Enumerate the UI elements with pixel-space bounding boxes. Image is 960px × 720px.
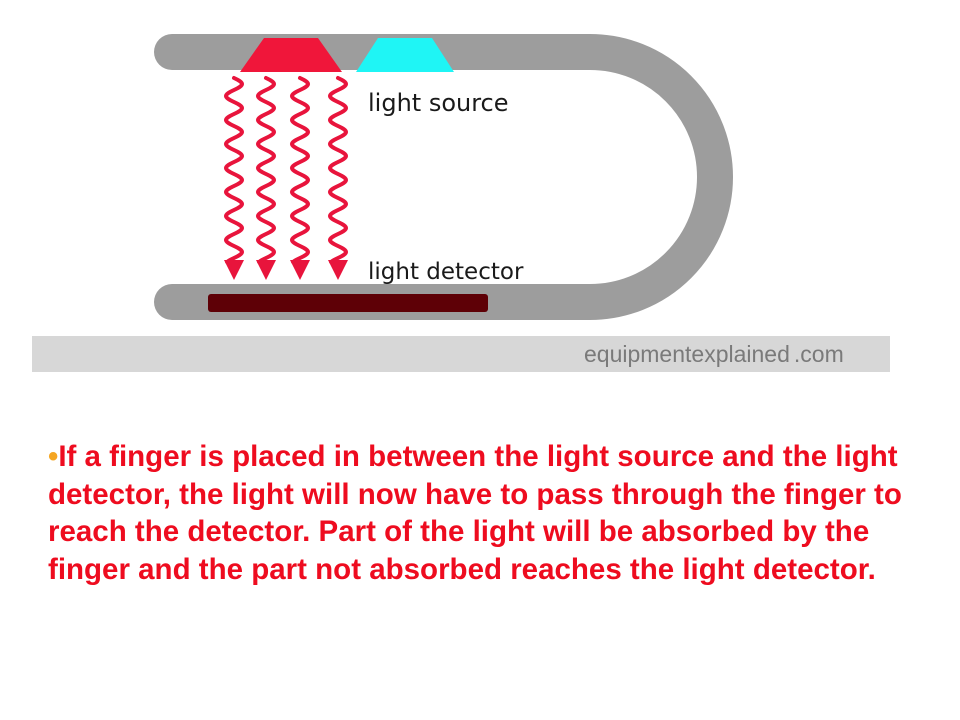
wave-arrowhead-1 <box>224 260 244 280</box>
credit-part-2: explained <box>691 341 789 367</box>
bullet-icon: • <box>48 440 59 473</box>
light-wave-3 <box>289 76 311 264</box>
light-wave-4 <box>327 76 349 264</box>
cyan-light-emitter <box>356 38 454 72</box>
light-detector-label: light detector <box>368 259 524 285</box>
website-credit: equipmentexplained.com <box>584 341 844 367</box>
wave-arrowhead-3 <box>290 260 310 280</box>
explanation-text: If a finger is placed in between the lig… <box>48 440 902 586</box>
explanation-paragraph: •If a finger is placed in between the li… <box>48 438 928 588</box>
red-light-emitter <box>240 38 342 72</box>
credit-part-1: equipment <box>584 341 692 367</box>
light-wave-1 <box>223 76 245 264</box>
wave-arrowhead-2 <box>256 260 276 280</box>
credit-part-3: .com <box>794 341 844 367</box>
credit-strip <box>32 336 890 372</box>
sensor-clip <box>154 34 733 320</box>
light-wave-beams <box>223 76 349 280</box>
wave-arrowhead-4 <box>328 260 348 280</box>
light-wave-2 <box>255 76 277 264</box>
pulse-oximeter-diagram: light source light detector equipmentexp… <box>32 34 890 372</box>
light-detector-bar <box>208 294 488 312</box>
light-source-label: light source <box>368 89 509 117</box>
